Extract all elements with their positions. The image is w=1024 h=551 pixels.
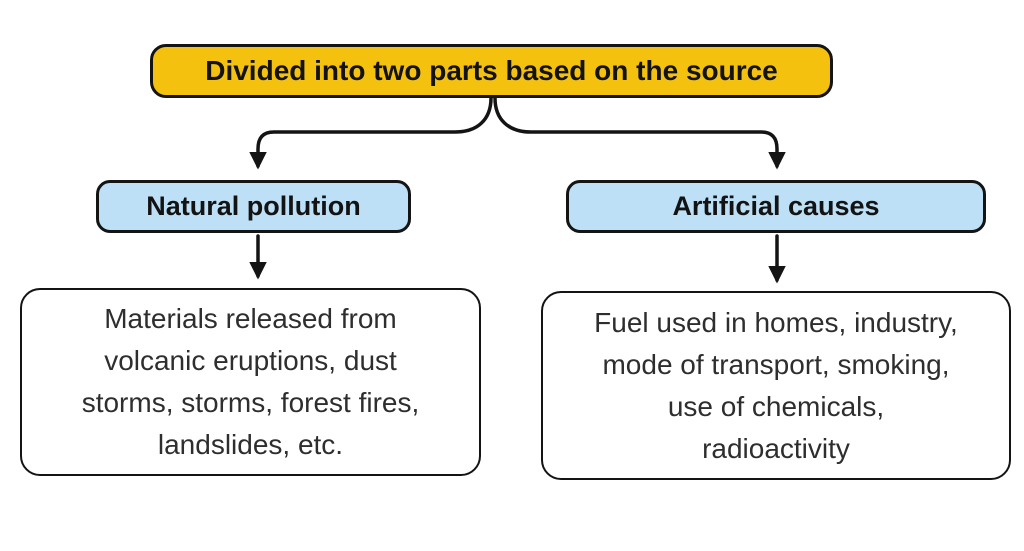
branch-arrow-left: [249, 96, 493, 170]
branch-node-natural-pollution: Natural pollution: [96, 180, 411, 233]
detail-text-natural-pollution: Materials released from volcanic eruptio…: [81, 303, 420, 460]
detail-node-natural-pollution: Materials released from volcanic eruptio…: [20, 288, 481, 476]
branch-arrow-right: [493, 96, 786, 170]
root-label: Divided into two parts based on the sour…: [205, 55, 778, 86]
root-node: Divided into two parts based on the sour…: [150, 44, 833, 98]
detail-text-artificial-causes: Fuel used in homes, industry, mode of tr…: [594, 306, 958, 464]
branch-label-artificial-causes: Artificial causes: [672, 191, 880, 221]
branch-node-artificial-causes: Artificial causes: [566, 180, 986, 233]
branch-label-natural-pollution: Natural pollution: [146, 191, 361, 221]
detail-node-artificial-causes: Fuel used in homes, industry, mode of tr…: [541, 291, 1011, 480]
